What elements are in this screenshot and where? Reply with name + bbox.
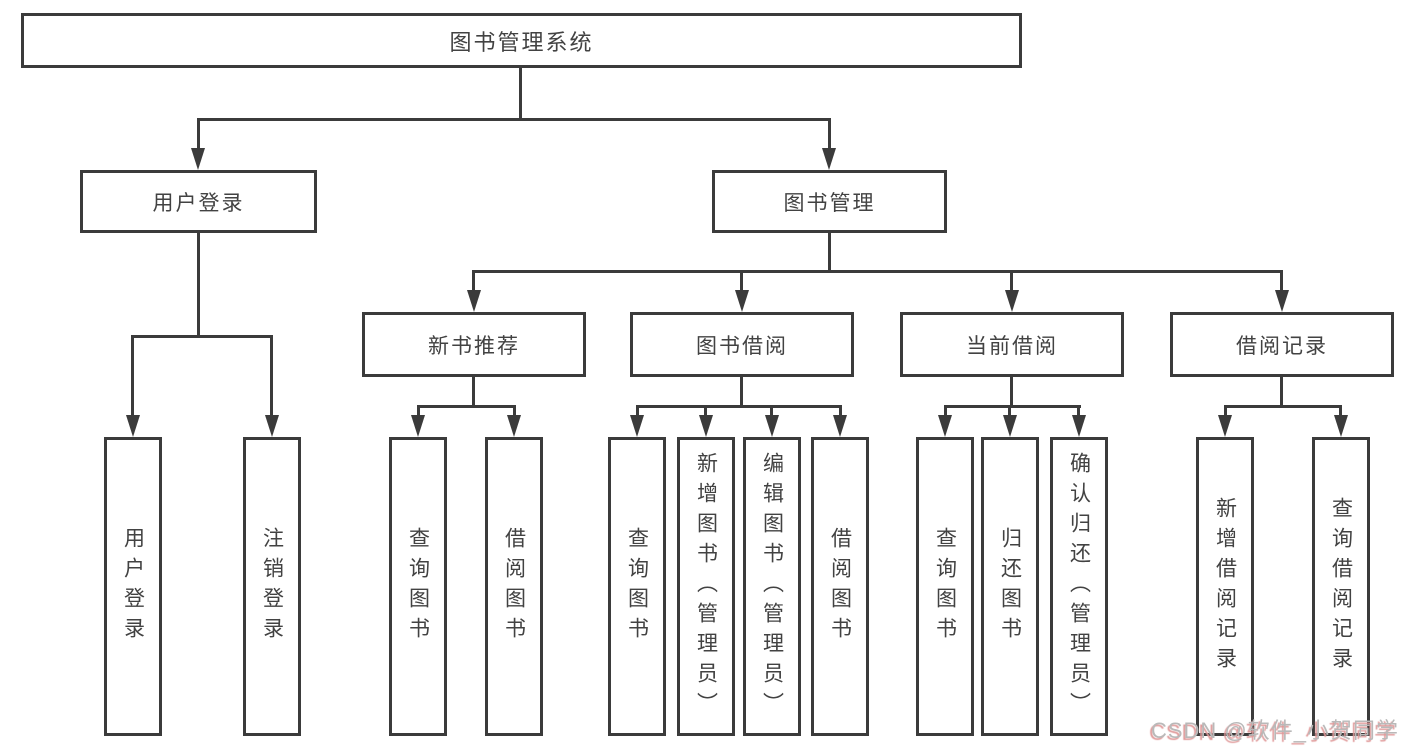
node-current-borrow: 当前借阅 — [900, 312, 1124, 377]
connector-borrow-records-stem-1 — [1224, 405, 1227, 417]
connector-new-book-stem-2 — [513, 405, 516, 417]
leaf-borrow-book-2: 借阅图书 — [811, 437, 869, 736]
leaf-return-book-label: 归还图书 — [998, 526, 1022, 647]
connector-user-login-stem-1 — [131, 335, 134, 417]
node-book-management-label: 图书管理 — [783, 191, 876, 215]
connector-level3-stem-2 — [740, 270, 743, 296]
connector-level3-stem-1 — [472, 270, 475, 296]
leaf-add-book-admin: 新增图书（管理员） — [677, 437, 735, 736]
leaf-borrow-book-1-label: 借阅图书 — [502, 526, 526, 647]
node-root: 图书管理系统 — [21, 13, 1022, 68]
arrow-down-icon — [1072, 415, 1086, 437]
connector-borrow-records-fork — [1224, 405, 1342, 408]
connector-level2-fork — [197, 118, 831, 121]
arrow-down-icon — [699, 415, 713, 437]
leaf-query-borrow-record-label: 查询借阅记录 — [1329, 496, 1353, 677]
connector-root-stub — [519, 68, 522, 118]
connector-user-login-fork — [131, 335, 272, 338]
connector-borrow-records-stem-2 — [1339, 405, 1342, 417]
arrow-down-icon — [191, 148, 205, 170]
connector-current-borrow-stub — [1010, 377, 1013, 408]
leaf-confirm-return-admin: 确认归还（管理员） — [1050, 437, 1108, 736]
node-current-borrow-label: 当前借阅 — [966, 334, 1058, 358]
arrow-down-icon — [1334, 415, 1348, 437]
leaf-logout: 注销登录 — [243, 437, 301, 736]
connector-current-borrow-fork — [944, 405, 1081, 408]
arrow-down-icon — [411, 415, 425, 437]
leaf-add-book-admin-label: 新增图书（管理员） — [694, 451, 718, 722]
arrow-down-icon — [938, 415, 952, 437]
connector-level2-stem-right — [828, 118, 831, 152]
connector-level3-stem-4 — [1280, 270, 1283, 296]
connector-level2-stem-left — [197, 118, 200, 152]
arrow-down-icon — [1005, 290, 1019, 312]
connector-book-borrow-stem-2 — [704, 405, 707, 417]
arrow-down-icon — [630, 415, 644, 437]
connector-new-book-fork — [417, 405, 516, 408]
arrow-down-icon — [1275, 290, 1289, 312]
connector-book-borrow-stub — [740, 377, 743, 408]
node-borrow-records-label: 借阅记录 — [1236, 334, 1328, 358]
leaf-confirm-return-admin-label: 确认归还（管理员） — [1067, 451, 1091, 722]
node-new-book-recommend: 新书推荐 — [362, 312, 586, 377]
connector-new-book-stem-1 — [417, 405, 420, 417]
leaf-query-book-1: 查询图书 — [389, 437, 447, 736]
leaf-query-book-3-label: 查询图书 — [933, 526, 957, 647]
connector-level3-fork — [474, 270, 1282, 273]
connector-current-borrow-stem-1 — [944, 405, 947, 417]
leaf-edit-book-admin: 编辑图书（管理员） — [743, 437, 801, 736]
connector-current-borrow-stem-2 — [1008, 405, 1011, 417]
connector-book-mgmt-stub — [828, 233, 831, 270]
connector-book-borrow-stem-4 — [839, 405, 842, 417]
connector-book-borrow-stem-1 — [636, 405, 639, 417]
leaf-borrow-book-2-label: 借阅图书 — [828, 526, 852, 647]
leaf-add-borrow-record-label: 新增借阅记录 — [1213, 496, 1237, 677]
leaf-return-book: 归还图书 — [981, 437, 1039, 736]
arrow-down-icon — [765, 415, 779, 437]
arrow-down-icon — [1218, 415, 1232, 437]
node-borrow-records: 借阅记录 — [1170, 312, 1394, 377]
arrow-down-icon — [833, 415, 847, 437]
node-book-borrow-label: 图书借阅 — [696, 334, 788, 358]
arrow-down-icon — [467, 290, 481, 312]
leaf-query-book-2-label: 查询图书 — [625, 526, 649, 647]
connector-level3-stem-3 — [1010, 270, 1013, 296]
connector-user-login-stem-2 — [270, 335, 273, 417]
arrow-down-icon — [507, 415, 521, 437]
leaf-borrow-book-1: 借阅图书 — [485, 437, 543, 736]
connector-borrow-records-stub — [1280, 377, 1283, 408]
connector-book-borrow-stem-3 — [770, 405, 773, 417]
node-new-book-recommend-label: 新书推荐 — [428, 334, 520, 358]
leaf-query-book-3: 查询图书 — [916, 437, 974, 736]
connector-current-borrow-stem-3 — [1077, 405, 1080, 417]
arrow-down-icon — [265, 415, 279, 437]
leaf-edit-book-admin-label: 编辑图书（管理员） — [760, 451, 784, 722]
connector-new-book-stub — [472, 377, 475, 408]
arrow-down-icon — [822, 148, 836, 170]
node-book-borrow: 图书借阅 — [630, 312, 854, 377]
leaf-query-book-1-label: 查询图书 — [406, 526, 430, 647]
leaf-user-login-label: 用户登录 — [121, 526, 145, 647]
node-user-login-label: 用户登录 — [152, 191, 245, 215]
connector-user-login-stub — [197, 233, 200, 335]
leaf-logout-label: 注销登录 — [260, 526, 284, 647]
leaf-query-book-2: 查询图书 — [608, 437, 666, 736]
leaf-query-borrow-record: 查询借阅记录 — [1312, 437, 1370, 736]
arrow-down-icon — [1003, 415, 1017, 437]
node-root-label: 图书管理系统 — [449, 29, 594, 55]
leaf-user-login: 用户登录 — [104, 437, 162, 736]
connector-book-borrow-fork — [636, 405, 842, 408]
node-book-management: 图书管理 — [712, 170, 947, 233]
arrow-down-icon — [126, 415, 140, 437]
node-user-login: 用户登录 — [80, 170, 317, 233]
csdn-watermark: CSDN @软件_小贺同学 — [1150, 718, 1399, 743]
arrow-down-icon — [735, 290, 749, 312]
leaf-add-borrow-record: 新增借阅记录 — [1196, 437, 1254, 736]
